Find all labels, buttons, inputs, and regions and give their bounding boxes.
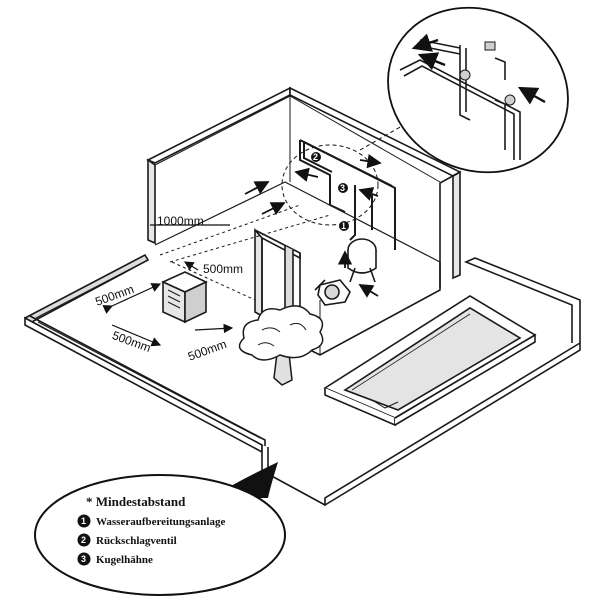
svg-text:3: 3: [340, 183, 345, 193]
svg-text:1: 1: [341, 221, 346, 231]
dim-500-bottom-right: 500mm: [186, 337, 228, 364]
connection-lines: [159, 204, 331, 301]
legend-item-2: 2 Rückschlagventil: [77, 533, 177, 547]
legend-num-2: 2: [81, 535, 86, 545]
legend-item-3: 3 Kugelhähne: [77, 552, 153, 566]
dimension-lines: [102, 224, 234, 347]
zoom-callout-area: [281, 144, 379, 226]
zoom-inset: [387, 6, 569, 174]
legend-num-3: 3: [81, 554, 86, 564]
dim-500-top: 500mm: [203, 262, 243, 276]
flow-arrows: [244, 154, 382, 298]
legend-label-2: Rückschlagventil: [96, 535, 177, 547]
pool: [323, 295, 537, 427]
svg-text:2: 2: [313, 152, 318, 162]
marker-3: 3: [338, 183, 348, 193]
legend-label-3: Kugelhähne: [96, 554, 153, 566]
pump: [314, 279, 351, 306]
dim-500-bottom-left: 500mm: [110, 328, 152, 355]
courtyard-wall: [23, 253, 581, 507]
pipe-system: [299, 139, 396, 250]
legend-num-1: 1: [81, 516, 86, 526]
marker-2: 2: [311, 152, 321, 162]
legend-label-1: Wasseraufbereitungsanlage: [96, 516, 225, 528]
legend-item-1: 1 Wasseraufbereitungsanlage: [77, 514, 225, 528]
dim-1000: 1000mm: [157, 214, 204, 228]
filter-tank: [347, 238, 377, 283]
building: [146, 86, 462, 356]
tree: [238, 305, 324, 386]
legend-title: * Mindestabstand: [86, 494, 186, 509]
heat-pump-unit: [161, 271, 208, 324]
legend-bubble: [34, 462, 286, 596]
